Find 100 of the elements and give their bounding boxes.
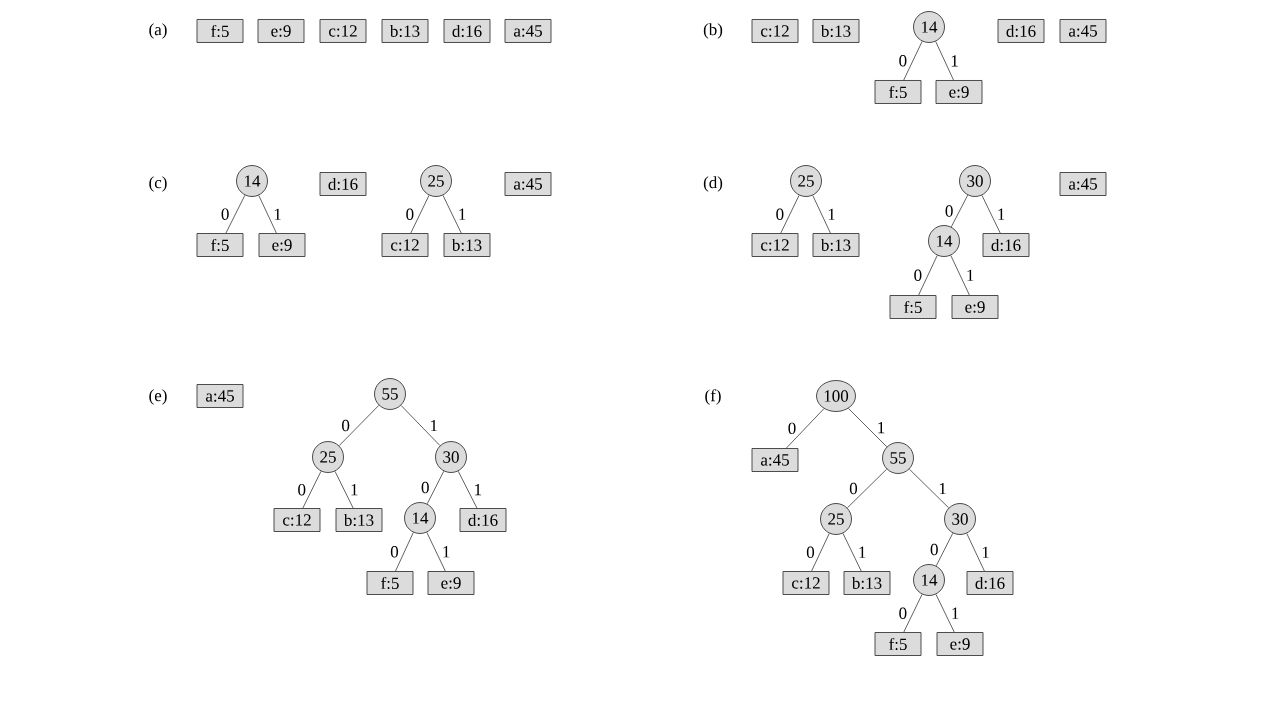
leaf-box: c:12 xyxy=(751,233,799,257)
tree-edge xyxy=(842,532,862,572)
tree-edge xyxy=(395,532,414,572)
leaf-box: a:45 xyxy=(751,448,799,472)
leaf-box: d:16 xyxy=(982,233,1030,257)
edge-label: 1 xyxy=(431,419,437,432)
edge-label: 1 xyxy=(878,422,885,434)
edge-label: 0 xyxy=(899,55,907,67)
edge-label: 1 xyxy=(351,484,358,496)
edge-label: 1 xyxy=(859,546,866,558)
edge-label: 0 xyxy=(298,483,306,496)
panel-label: (e) xyxy=(149,389,167,405)
edge-label: 1 xyxy=(967,269,974,281)
leaf-box: b:13 xyxy=(843,571,891,595)
tree-edge xyxy=(811,533,830,572)
panel-label: (d) xyxy=(703,176,723,192)
panel-label: (c) xyxy=(149,176,167,192)
tree-edge xyxy=(903,41,923,81)
leaf-box: e:9 xyxy=(257,19,305,43)
leaf-box: c:12 xyxy=(782,571,830,595)
edge-label: 0 xyxy=(342,419,350,432)
panel-label: (f) xyxy=(705,389,721,405)
tree-edge xyxy=(426,532,446,572)
edge-label: 0 xyxy=(788,422,796,435)
edge-label: 1 xyxy=(459,208,466,220)
leaf-box: b:13 xyxy=(381,19,429,43)
edge-label: 0 xyxy=(390,546,399,558)
tree-edge xyxy=(334,470,354,509)
leaf-box: c:12 xyxy=(273,508,321,532)
leaf-box: f:5 xyxy=(889,295,937,319)
tree-edge xyxy=(848,408,888,448)
leaf-box: d:16 xyxy=(459,508,507,532)
edge-label: 1 xyxy=(998,208,1005,220)
leaf-box: f:5 xyxy=(196,233,244,257)
leaf-box: d:16 xyxy=(443,19,491,43)
tree-edge xyxy=(935,41,954,81)
edge-label: 0 xyxy=(406,208,414,220)
tree-edge xyxy=(950,255,970,296)
edge-label: 0 xyxy=(806,546,815,558)
leaf-box: f:5 xyxy=(874,80,922,104)
edge-label: 1 xyxy=(982,546,989,558)
tree-edge xyxy=(225,194,246,234)
tree-edge xyxy=(909,468,950,509)
edge-label: 0 xyxy=(849,482,858,495)
edge-label: 0 xyxy=(421,481,429,494)
panel-label: (a) xyxy=(149,23,167,39)
leaf-box: c:12 xyxy=(381,233,429,257)
leaf-box: f:5 xyxy=(366,571,414,595)
edge-label: 1 xyxy=(443,546,450,558)
leaf-box: b:13 xyxy=(812,19,860,43)
leaf-box: a:45 xyxy=(196,384,244,408)
leaf-box: e:9 xyxy=(935,80,983,104)
edge-label: 0 xyxy=(945,205,953,217)
leaf-box: d:16 xyxy=(997,19,1045,43)
tree-edge xyxy=(903,593,923,633)
edge-label: 0 xyxy=(914,269,922,281)
edge-label: 0 xyxy=(930,543,938,556)
tree-edge xyxy=(302,470,322,509)
edge-label: 1 xyxy=(952,607,959,619)
edge-label: 1 xyxy=(939,482,946,495)
edge-label: 0 xyxy=(899,607,907,619)
leaf-box: b:13 xyxy=(812,233,860,257)
tree-edge xyxy=(780,194,800,234)
tree-edge xyxy=(786,408,825,449)
leaf-box: a:45 xyxy=(1059,19,1107,43)
tree-edge xyxy=(426,470,445,505)
tree-edge xyxy=(981,194,1001,234)
edge-label: 1 xyxy=(828,208,835,220)
tree-edge xyxy=(950,194,969,228)
leaf-box: e:9 xyxy=(427,571,475,595)
leaf-box: c:12 xyxy=(319,19,367,43)
leaf-box: e:9 xyxy=(951,295,999,319)
panel-label: (b) xyxy=(703,23,723,39)
tree-edge xyxy=(918,255,938,296)
tree-edge xyxy=(258,195,277,234)
tree-edge xyxy=(847,468,888,509)
leaf-box: c:12 xyxy=(751,19,799,43)
edge-label: 1 xyxy=(274,208,281,220)
leaf-box: f:5 xyxy=(874,632,922,656)
tree-edge xyxy=(400,405,441,446)
edge-label: 1 xyxy=(951,55,958,67)
tree-edge xyxy=(935,593,955,633)
tree-edge xyxy=(442,194,462,234)
leaf-box: b:13 xyxy=(335,508,383,532)
edge-label: 0 xyxy=(776,208,784,220)
leaf-box: d:16 xyxy=(966,571,1014,595)
tree-edge xyxy=(457,470,478,509)
leaf-box: a:45 xyxy=(1059,172,1107,196)
edge-label: 1 xyxy=(475,484,482,496)
leaf-box: b:13 xyxy=(443,233,491,257)
tree-edge xyxy=(338,404,380,447)
tree-edge xyxy=(410,194,430,234)
leaf-box: f:5 xyxy=(196,19,244,43)
edge-label: 0 xyxy=(221,208,229,220)
leaf-box: a:45 xyxy=(504,172,552,196)
leaf-box: e:9 xyxy=(258,233,306,257)
leaf-box: d:16 xyxy=(319,172,367,196)
tree-edge xyxy=(966,533,985,572)
leaf-box: e:9 xyxy=(936,632,984,656)
tree-edge xyxy=(812,195,831,234)
